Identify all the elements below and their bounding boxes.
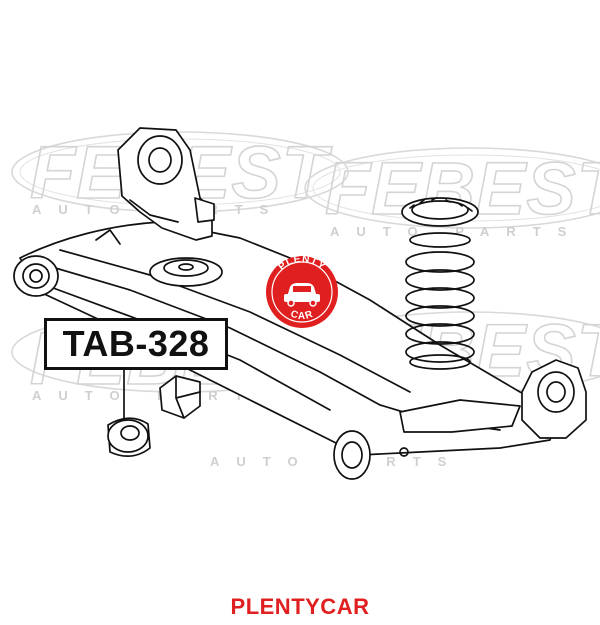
watermark-subtitle-text: AUTO PARTS [210,454,463,469]
bushing-small [159,375,201,419]
footer-brand-text: PLENTYCAR [230,594,370,619]
watermark-subtitle-text: AUTO PARTS [32,388,285,403]
part-number-label: TAB-328 [44,318,228,370]
watermark-subtitle-text: AUTO PARTS [330,224,583,239]
rear-axle-beam [13,127,587,480]
bushing-tab-328 [107,417,151,457]
coil-spring [401,197,479,370]
plentycar-logo: PLENTY CAR [266,254,338,328]
car-icon [284,283,320,307]
logo-bottom-text: CAR [289,309,315,322]
